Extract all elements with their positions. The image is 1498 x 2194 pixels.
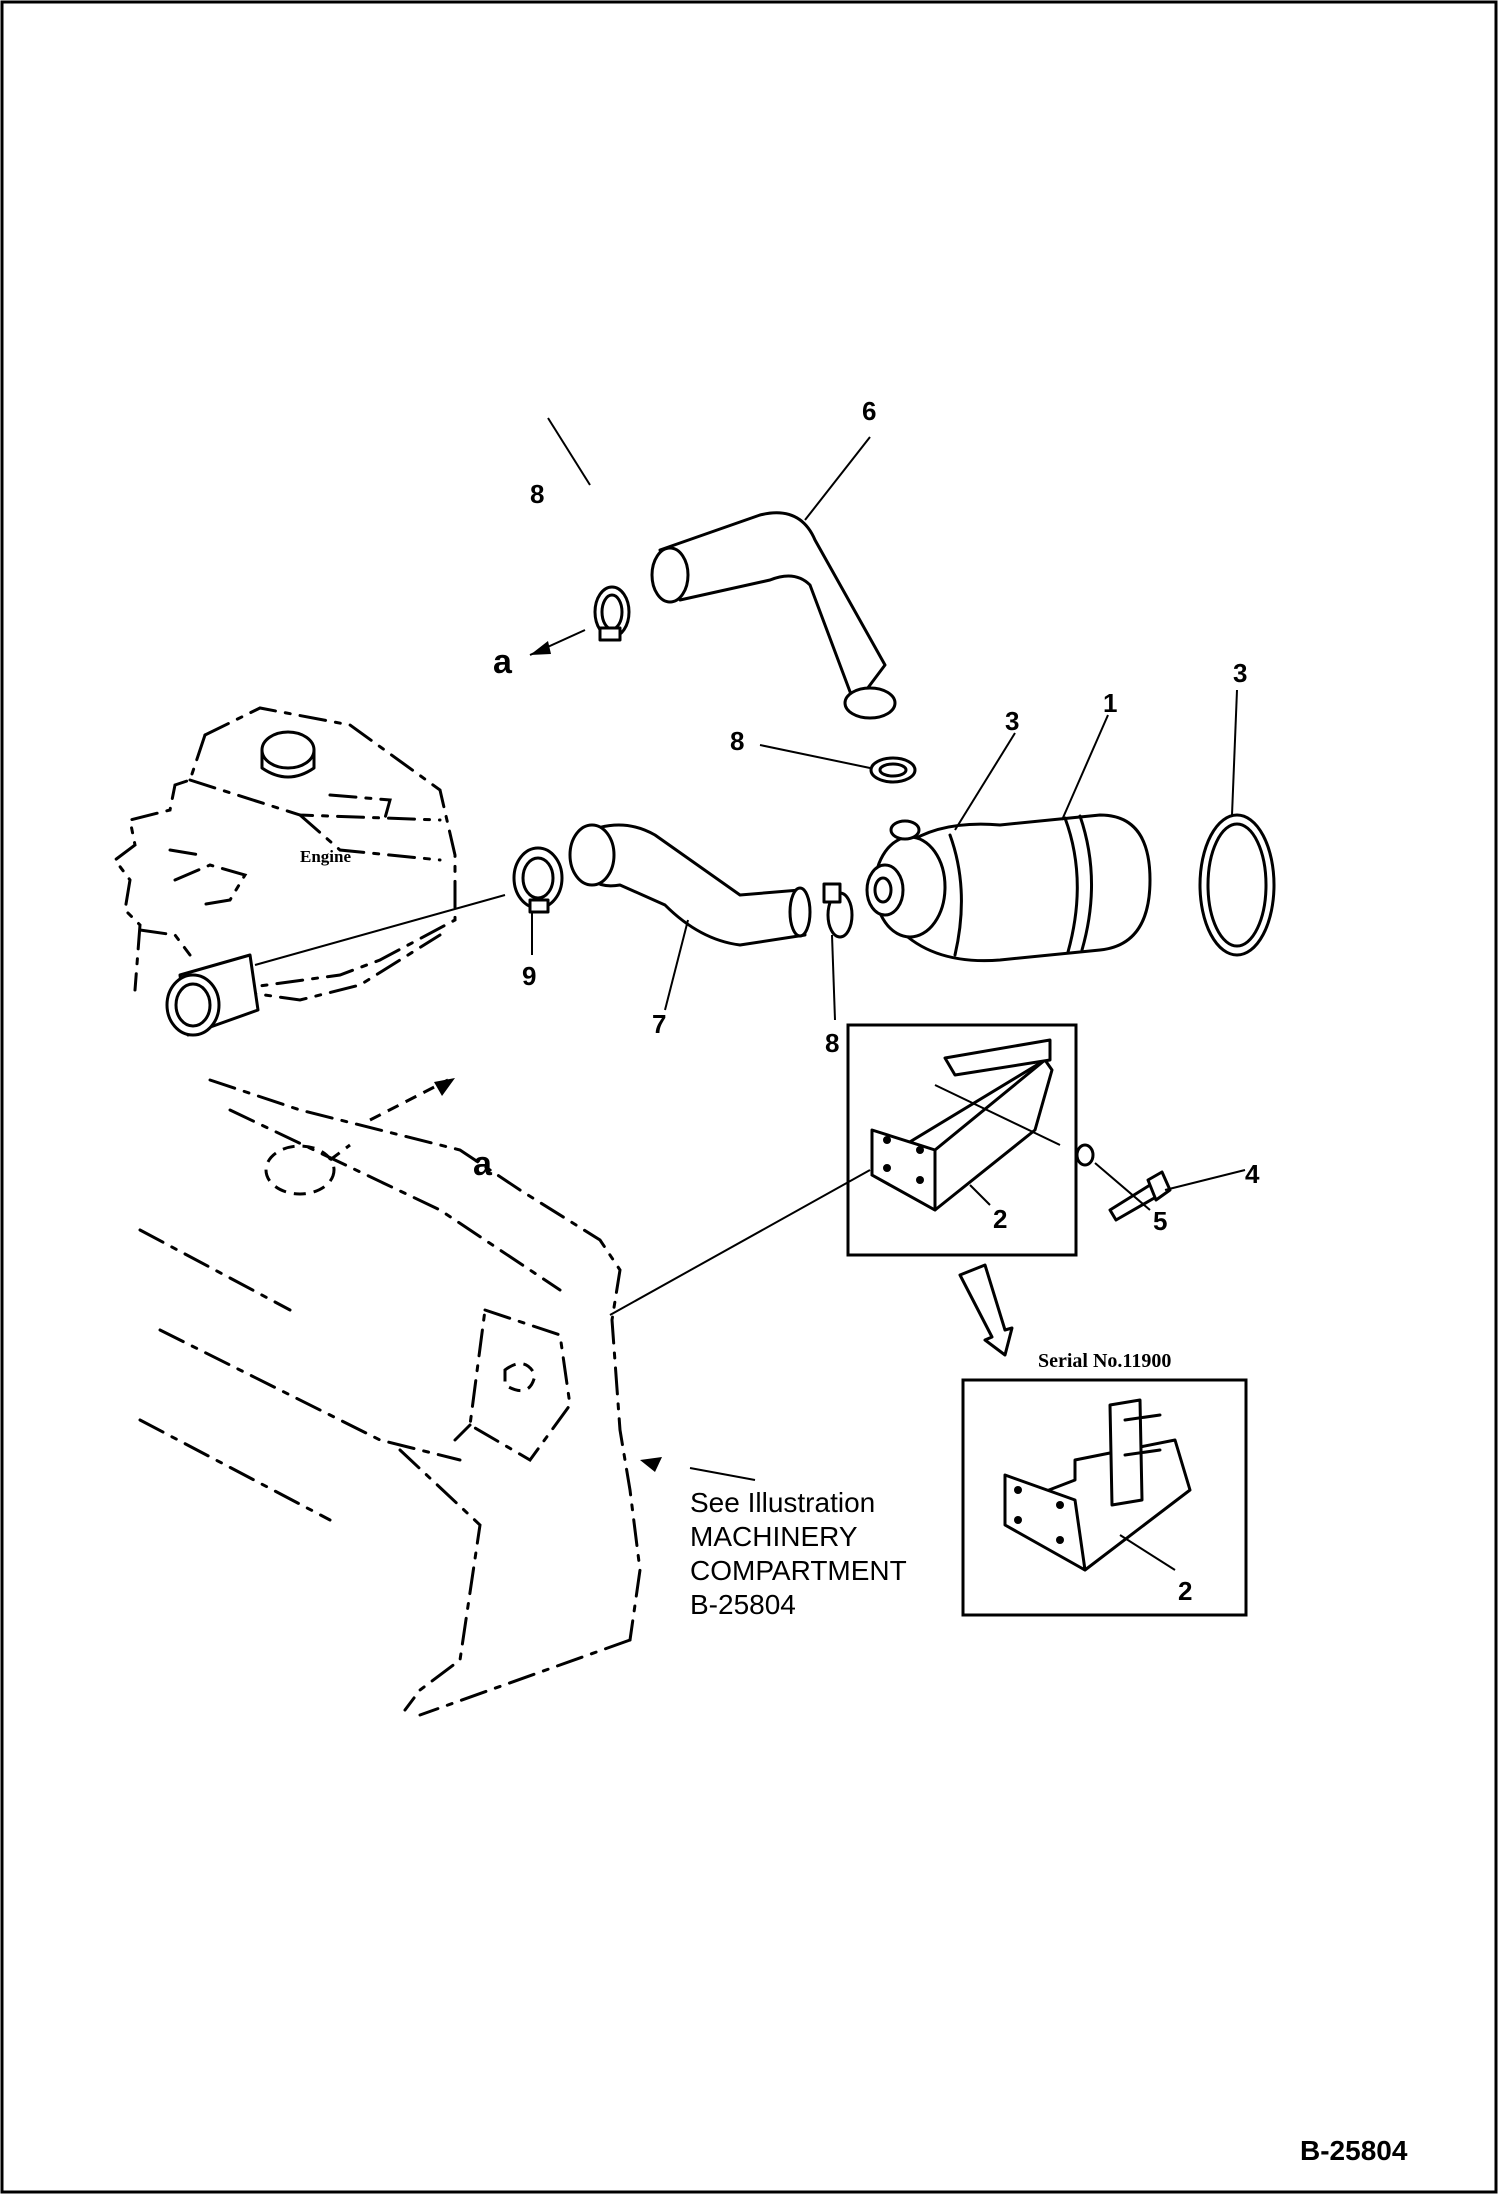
bracket-box [846, 1023, 1078, 1257]
callout-clamp-mid: 8 [730, 726, 744, 756]
callout-clamp-top: 8 [530, 479, 544, 509]
view-marker-a-top: a [493, 643, 513, 681]
air-cleaner [865, 813, 1152, 963]
serial-label: Serial No.11900 [1038, 1350, 1171, 1372]
callout-washer: 5 [1153, 1206, 1167, 1236]
note-line-3: COMPARTMENT [690, 1555, 907, 1586]
clamp-low [822, 882, 854, 939]
band-right [1198, 813, 1276, 957]
note-line-4: B-25804 [690, 1589, 796, 1620]
see-illustration-note: See Illustration MACHINERY COMPARTMENT B… [690, 1487, 907, 1620]
callout-bracket-alt: 2 [1178, 1576, 1192, 1606]
callout-band-left: 3 [1005, 706, 1019, 736]
hose-lower [568, 823, 812, 947]
callouts: 6 8 8 3 1 3 9 7 8 4 5 2 2 a a [473, 396, 1260, 1606]
machinery-compartment [138, 1078, 642, 1717]
clamp-engine [512, 846, 564, 914]
callout-bolt: 4 [1245, 1159, 1260, 1189]
note-line-2: MACHINERY [690, 1521, 858, 1552]
callout-clamp-low: 8 [825, 1028, 839, 1058]
hose-upper [650, 511, 897, 720]
bracket-alt-box: Serial No.11900 [961, 1350, 1248, 1617]
view-arrows [369, 629, 662, 1472]
callout-hose-lower: 7 [652, 1009, 666, 1039]
engine-label: Engine [300, 847, 351, 866]
note-line-1: See Illustration [690, 1487, 875, 1518]
washer [1075, 1143, 1095, 1167]
callout-element: 1 [1103, 688, 1117, 718]
callout-clamp-engine: 9 [522, 961, 536, 991]
clamp-mid [869, 756, 917, 784]
callout-hose-upper: 6 [862, 396, 876, 426]
drawing-number: B-25804 [1300, 2135, 1408, 2166]
serial-arrow [958, 1263, 1014, 1357]
leader-lines [254, 417, 1246, 1571]
bolt [1108, 1170, 1172, 1222]
callout-bracket: 2 [993, 1204, 1007, 1234]
callout-band-right: 3 [1233, 658, 1247, 688]
clamp-top [593, 585, 631, 642]
engine-outline: Engine [112, 706, 457, 1037]
view-marker-a-bottom: a [473, 1145, 493, 1183]
